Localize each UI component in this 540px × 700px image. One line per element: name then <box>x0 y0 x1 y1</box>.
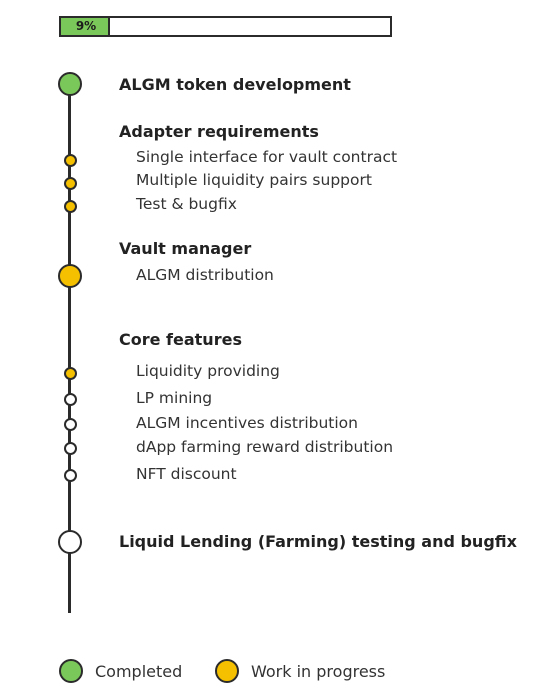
task-dot-in-progress <box>64 200 77 213</box>
task-dot-pending <box>64 469 77 482</box>
task-dot-pending <box>64 393 77 406</box>
legend-in-progress-dot <box>215 659 239 683</box>
task-dot-in-progress <box>64 154 77 167</box>
milestone-dot-completed <box>58 72 82 96</box>
progress-bar: 9% <box>59 16 392 37</box>
milestone-dot-pending <box>58 530 82 554</box>
task-test-bugfix: Test & bugfix <box>136 195 237 213</box>
task-dot-pending <box>64 418 77 431</box>
section-title-liquid-lending: Liquid Lending (Farming) testing and bug… <box>119 532 517 551</box>
task-algm-distribution: ALGM distribution <box>136 266 274 284</box>
task-dapp-farming-reward: dApp farming reward distribution <box>136 438 394 456</box>
task-dot-in-progress <box>64 177 77 190</box>
task-dot-in-progress <box>64 367 77 380</box>
section-title-vault-manager: Vault manager <box>119 239 252 258</box>
task-multiple-liquidity-pairs: Multiple liquidity pairs support <box>136 171 372 189</box>
timeline-line <box>68 82 71 613</box>
section-title-adapter-requirements: Adapter requirements <box>119 122 319 141</box>
progress-percent-label: 9% <box>75 19 97 33</box>
task-dot-pending <box>64 442 77 455</box>
legend-in-progress-label: Work in progress <box>251 662 386 681</box>
legend-completed-dot <box>59 659 83 683</box>
task-liquidity-providing: Liquidity providing <box>136 362 280 380</box>
task-single-interface: Single interface for vault contract <box>136 148 398 166</box>
task-lp-mining: LP mining <box>136 389 213 407</box>
section-title-core-features: Core features <box>119 330 242 349</box>
task-algm-incentives: ALGM incentives distribution <box>136 414 358 432</box>
legend-completed-label: Completed <box>95 662 183 681</box>
milestone-dot-in-progress <box>58 264 82 288</box>
section-title-algm-token-development: ALGM token development <box>119 75 351 94</box>
progress-fill <box>61 18 111 35</box>
task-nft-discount: NFT discount <box>136 465 237 483</box>
